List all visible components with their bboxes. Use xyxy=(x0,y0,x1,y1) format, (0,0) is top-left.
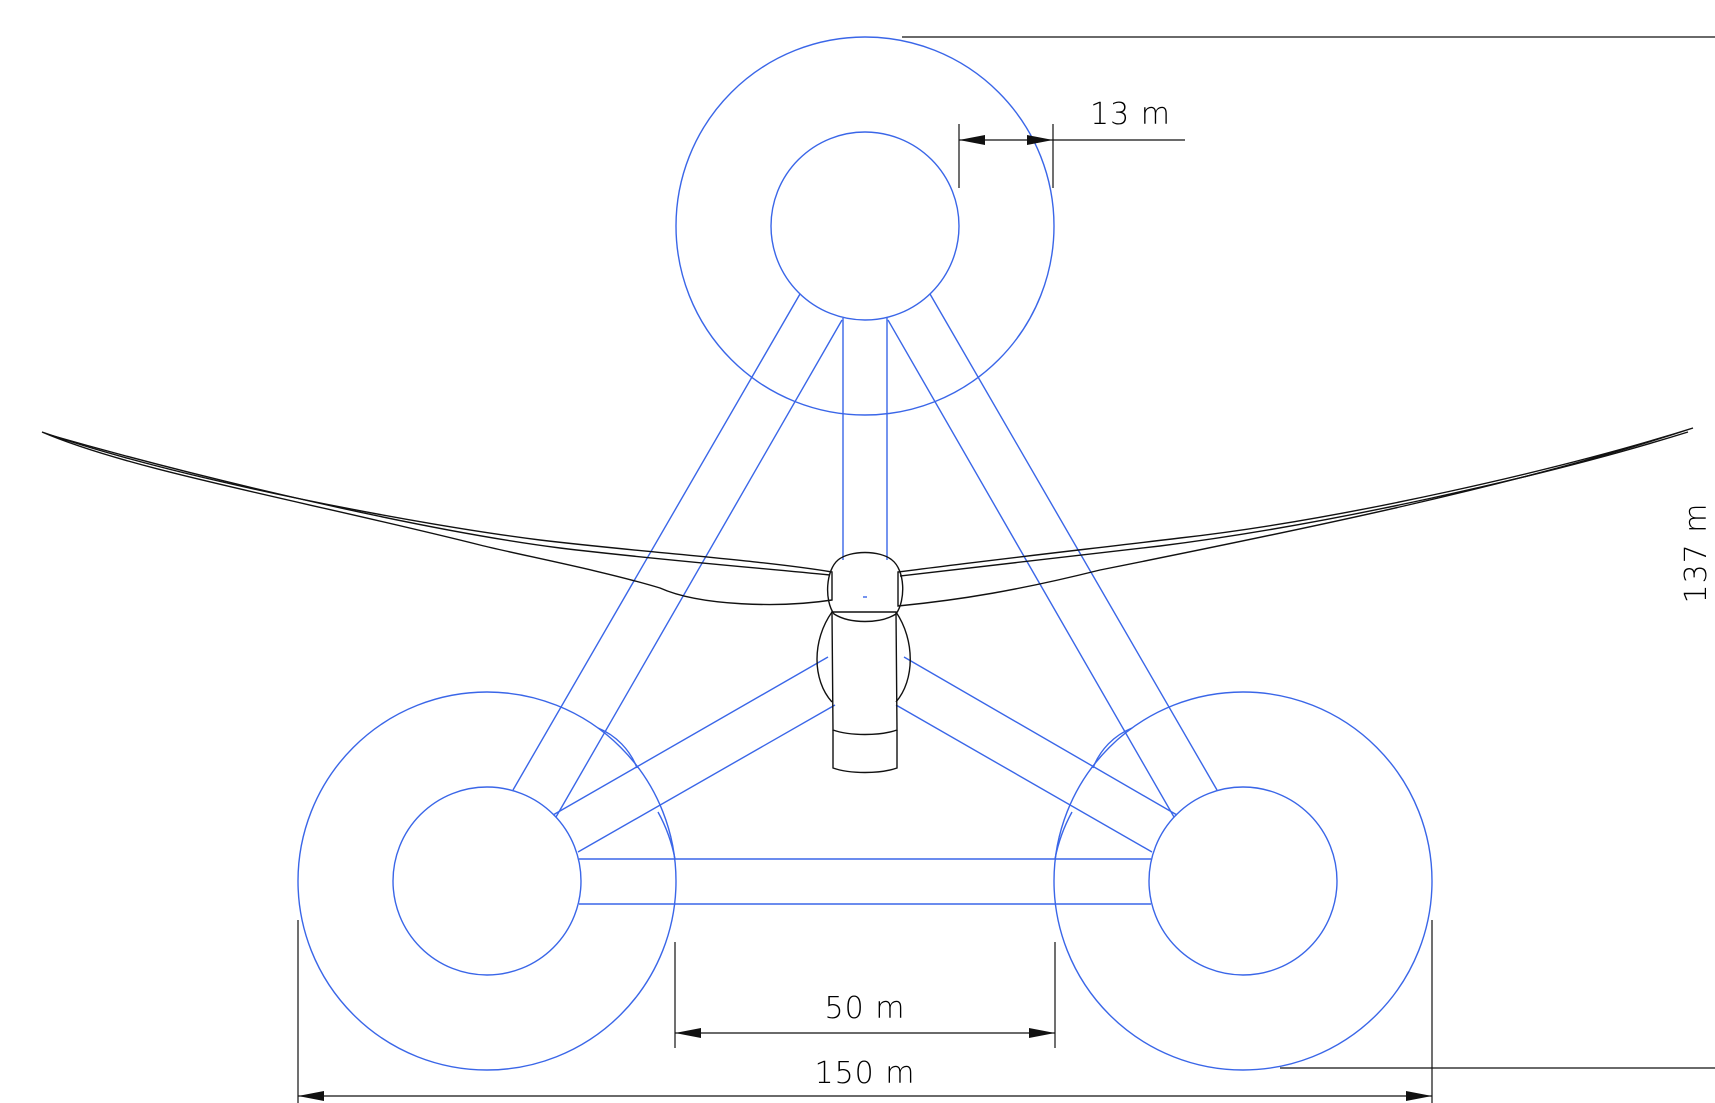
right-blade-edge xyxy=(899,431,1689,577)
left-heave-plate xyxy=(297,691,677,1071)
left-column xyxy=(392,786,582,976)
left-blade xyxy=(41,431,833,606)
arrow-head xyxy=(675,1028,701,1038)
floating-platform xyxy=(297,36,1433,1071)
left-brace xyxy=(552,656,836,853)
dimension-137m: 137 m xyxy=(902,36,1715,1069)
arrow-head xyxy=(1406,1091,1432,1101)
gap-dimension-label: 50 m xyxy=(825,991,906,1026)
top-heave-plate xyxy=(675,36,1055,416)
top-brace xyxy=(842,318,888,560)
arrow-head xyxy=(1029,1028,1055,1038)
right-column xyxy=(1148,786,1338,976)
left-inner-arc xyxy=(657,811,676,860)
nacelle xyxy=(831,611,898,736)
width-dimension-label: 150 m xyxy=(814,1056,915,1091)
arrow-head xyxy=(298,1091,324,1101)
dimension-13m: 13 m xyxy=(958,97,1185,188)
right-pontoon xyxy=(887,293,1218,818)
nacelle-rear xyxy=(832,730,898,774)
right-blade xyxy=(897,427,1694,607)
height-dimension-label: 137 m xyxy=(1679,502,1714,603)
right-joint-fillet xyxy=(1092,727,1133,769)
right-brace xyxy=(895,656,1178,853)
nacelle-left-bulge xyxy=(816,611,833,703)
offset-dimension-label: 13 m xyxy=(1090,97,1171,132)
left-pontoon xyxy=(512,293,843,818)
left-blade-edge xyxy=(49,434,831,576)
dimension-50m: 50 m xyxy=(674,942,1056,1048)
wind-turbine xyxy=(41,427,1694,774)
nacelle-right-bulge xyxy=(895,611,911,703)
dimension-150m: 150 m xyxy=(297,920,1433,1103)
left-joint-fillet xyxy=(597,727,638,769)
hub xyxy=(827,551,904,623)
arrow-head xyxy=(959,135,985,145)
right-inner-arc xyxy=(1054,811,1073,860)
right-heave-plate xyxy=(1053,691,1433,1071)
top-column xyxy=(770,131,960,321)
arrow-head xyxy=(1027,135,1053,145)
bottom-pontoon xyxy=(579,858,1151,905)
